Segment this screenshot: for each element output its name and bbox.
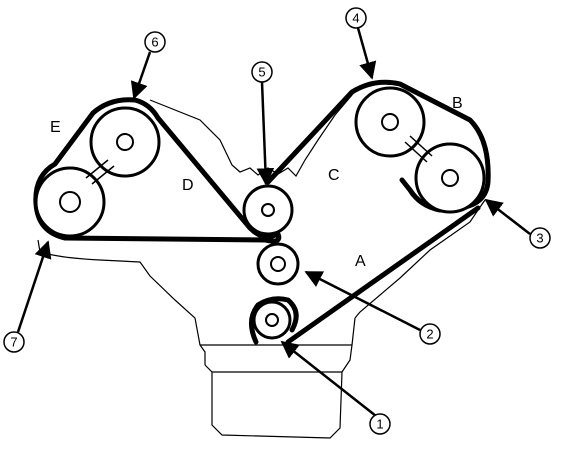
belt-label-c: C bbox=[328, 167, 340, 184]
callout-1: 1 bbox=[369, 413, 391, 435]
pulley-e-upper-hub bbox=[116, 133, 134, 151]
linkage-rods bbox=[85, 135, 433, 185]
callout-3-label: 3 bbox=[536, 231, 543, 246]
callout-6-label: 6 bbox=[151, 35, 158, 50]
pulley-b-upper-hub bbox=[381, 113, 399, 131]
callout-6: 6 bbox=[144, 31, 166, 53]
crank-pulley-hub bbox=[265, 313, 279, 327]
belt-label-b: B bbox=[452, 95, 463, 112]
callout-5: 5 bbox=[251, 61, 273, 83]
belt-a bbox=[249, 205, 481, 345]
pulley-b-lower-hub bbox=[441, 169, 459, 187]
engine-outline bbox=[37, 94, 486, 439]
belt-label-a: A bbox=[355, 253, 366, 270]
callout-5-label: 5 bbox=[258, 65, 265, 80]
callout-3: 3 bbox=[529, 227, 551, 249]
callout-arrows bbox=[16, 27, 531, 417]
callout-2-label: 2 bbox=[426, 327, 433, 342]
idler-pulley-hub bbox=[270, 256, 286, 272]
belt-label-e: E bbox=[50, 119, 61, 136]
callout-7-label: 7 bbox=[10, 335, 17, 350]
callout-2: 2 bbox=[419, 323, 441, 345]
pulleys bbox=[34, 86, 486, 340]
callout-7: 7 bbox=[3, 331, 25, 353]
belt-label-d: D bbox=[182, 177, 194, 194]
belt-c-b bbox=[265, 79, 491, 213]
callout-4: 4 bbox=[345, 7, 367, 29]
pulley-e-lower-hub bbox=[59, 191, 81, 213]
pulley-d-hub bbox=[261, 203, 275, 217]
callout-1-label: 1 bbox=[376, 417, 383, 432]
callout-4-label: 4 bbox=[352, 11, 359, 26]
